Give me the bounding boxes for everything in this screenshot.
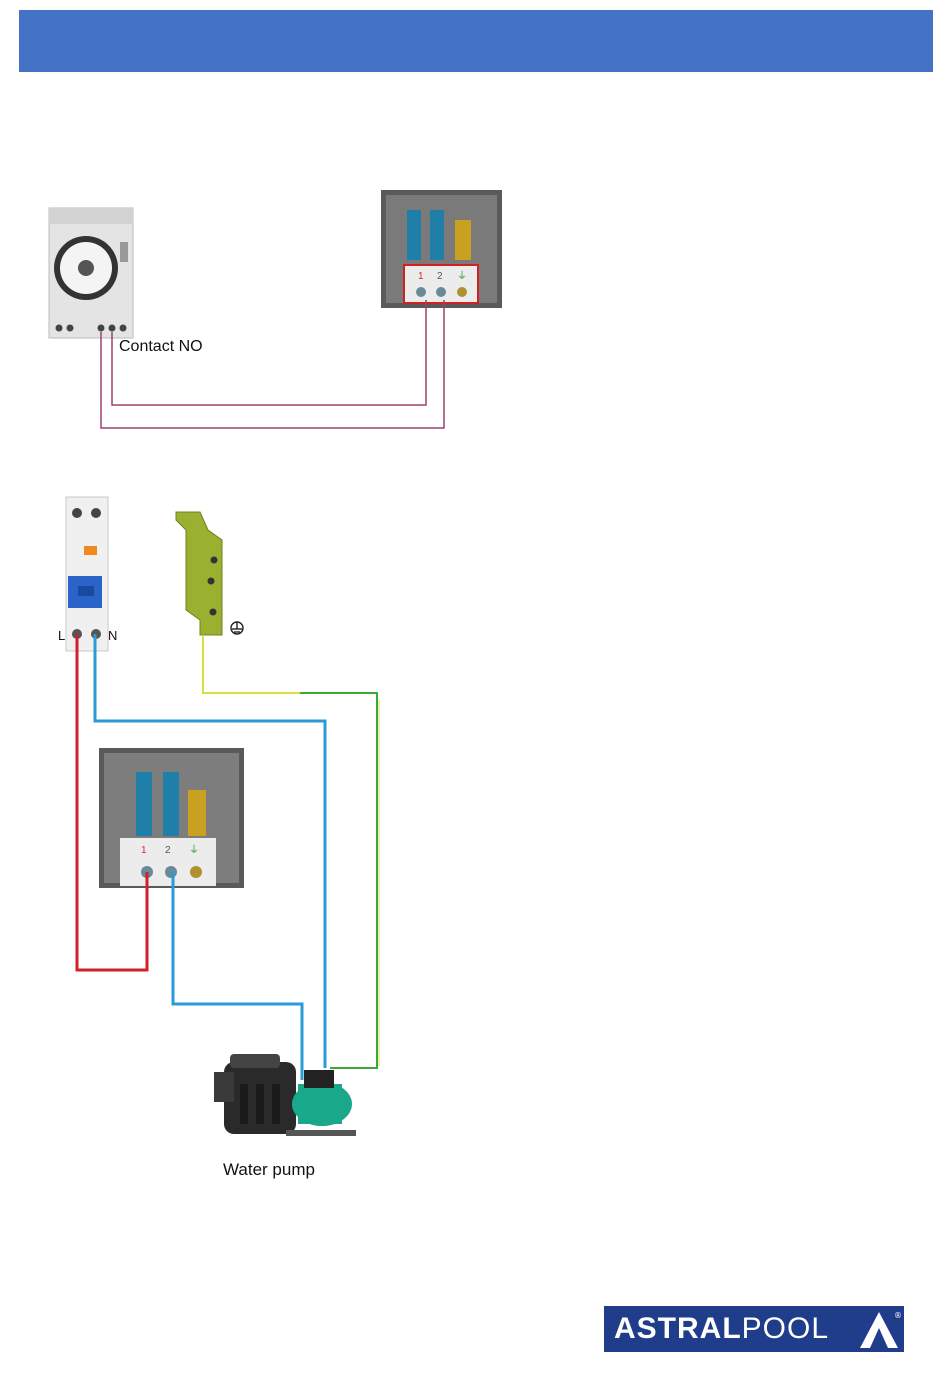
pump-label: Water pump [223, 1160, 315, 1180]
neutral-wire-terminal [173, 872, 302, 1080]
earth-terminal [176, 512, 243, 635]
contact-wire-2 [101, 300, 444, 428]
terminal-bottom-1: 1 [141, 845, 147, 856]
terminal-block-bottom: 1 2 ⏚ [99, 748, 244, 888]
logo-bold: ASTRAL [614, 1312, 742, 1345]
breaker-n-label: N [108, 628, 117, 643]
logo-registered: ® [894, 1311, 902, 1320]
circuit-breaker [66, 497, 108, 651]
astralpool-mark-icon: ® [856, 1308, 902, 1350]
terminal-top-earth: ⏚ [457, 270, 467, 282]
logo-light: POOL [742, 1312, 829, 1345]
earth-wire-green [300, 693, 377, 1068]
earth-wire-yellow [203, 635, 300, 693]
terminal-top-2: 2 [437, 271, 443, 282]
breaker-l-label: L [58, 628, 65, 643]
terminal-block-top: 1 2 ⏚ [381, 190, 502, 308]
terminal-bottom-2: 2 [165, 845, 171, 856]
contact-label: Contact NO [119, 338, 203, 356]
terminal-top-1: 1 [418, 271, 424, 282]
water-pump [214, 1054, 356, 1136]
astralpool-logo: ASTRALPOOL ® [604, 1306, 904, 1352]
terminal-bottom-earth: ⏚ [189, 844, 199, 856]
timer-switch [49, 208, 133, 338]
